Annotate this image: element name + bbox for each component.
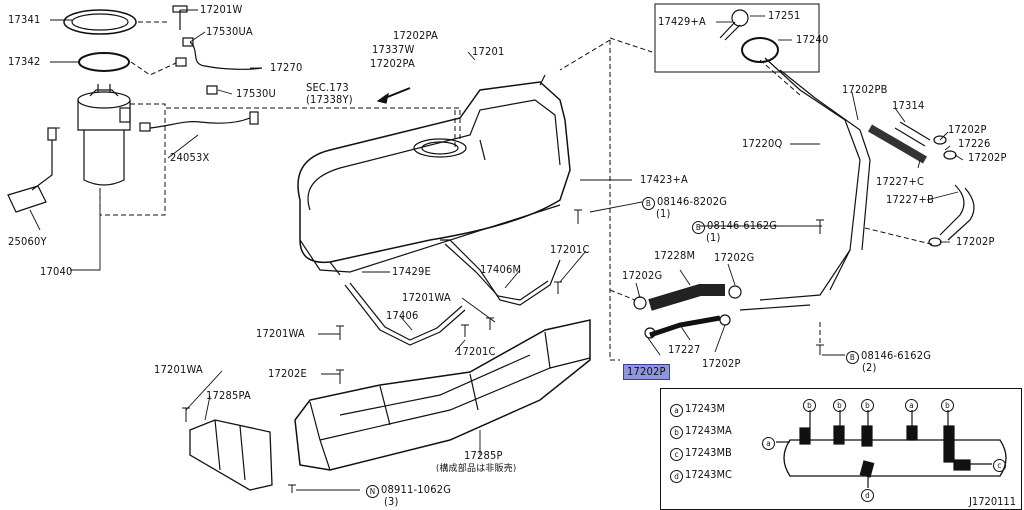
label-17202p-lower: 17202P	[702, 357, 741, 370]
label-17227b: 17227+B	[886, 193, 934, 206]
harness-24053x	[149, 117, 251, 129]
clip-layout-diagram	[776, 410, 1007, 488]
label-17337w: 17337W	[372, 43, 415, 56]
fill-hoses	[633, 284, 742, 339]
label-24053x: 24053X	[170, 151, 210, 164]
key-d-icon: d	[670, 470, 683, 483]
label-17314: 17314	[892, 99, 925, 112]
label-17226: 17226	[958, 137, 991, 150]
label-17227c: 17227+C	[876, 175, 925, 188]
callout-c: c	[993, 458, 1008, 472]
label-17228m: 17228M	[654, 249, 696, 262]
label-17201w: 17201W	[200, 3, 243, 16]
label-17201c-bottom: 17201C	[456, 345, 496, 358]
label-08146-6162g-bottom-qty: (2)	[862, 361, 877, 374]
label-17429a: 17429+A	[658, 15, 706, 28]
bolt-marker-b-icon: B	[692, 221, 705, 234]
label-17202pa-top: 17202PA	[393, 29, 438, 42]
label-08146-6162g-top-qty: (1)	[706, 231, 721, 244]
label-25060y: 25060Y	[8, 235, 47, 248]
fuel-tank	[297, 74, 571, 276]
label-17341: 17341	[8, 13, 41, 26]
key-c-icon: c	[670, 448, 683, 461]
callout-b-4: b	[941, 398, 956, 412]
harness-wire	[172, 5, 263, 95]
callout-a-top: a	[905, 398, 920, 412]
label-17201: 17201	[472, 45, 505, 58]
label-17202p-highlighted[interactable]: 17202P	[623, 364, 670, 380]
side-bracket	[189, 419, 273, 491]
label-17251: 17251	[768, 9, 801, 22]
bolts	[182, 209, 824, 493]
label-17202g-left: 17202G	[622, 269, 663, 282]
label-17202pb: 17202PB	[842, 83, 888, 96]
nut-marker-n-icon: N	[366, 485, 379, 498]
diagram-id: J1720111	[969, 495, 1016, 508]
label-17202p-right-b: 17202P	[968, 151, 1007, 164]
label-17285p: 17285P	[464, 449, 503, 462]
label-17202e: 17202E	[268, 367, 307, 380]
label-17530ua: 17530UA	[206, 25, 253, 38]
label-17342: 17342	[8, 55, 41, 68]
label-17406m: 17406M	[480, 263, 522, 276]
filler-cap	[719, 9, 871, 311]
label-17530u: 17530U	[236, 87, 276, 100]
label-17201c-top: 17201C	[550, 243, 590, 256]
fuel-pump-assembly	[7, 9, 137, 213]
label-17285pa: 17285PA	[206, 389, 251, 402]
label-08911-qty: (3)	[384, 495, 399, 508]
label-17285p-note: (構成部品は非販売)	[436, 464, 517, 474]
label-17202pa-mid: 17202PA	[370, 57, 415, 70]
label-17201wa-left: 17201WA	[256, 327, 305, 340]
tank-straps	[344, 239, 561, 346]
breather-hoses	[867, 121, 975, 247]
label-sec-17338y: (17338Y)	[306, 93, 353, 106]
callout-b-2: b	[833, 398, 848, 412]
label-17220q: 17220Q	[742, 137, 783, 150]
label-17202p-right-c: 17202P	[956, 235, 995, 248]
label-17202g-right: 17202G	[714, 251, 755, 264]
label-17040: 17040	[40, 265, 73, 278]
key-a-icon: a	[670, 404, 683, 417]
label-17227: 17227	[668, 343, 701, 356]
callout-b-1: b	[803, 398, 818, 412]
callout-a-left: a	[762, 436, 777, 450]
label-17201wa-bracket: 17201WA	[154, 363, 203, 376]
label-17270: 17270	[270, 61, 303, 74]
label-17406: 17406	[386, 309, 419, 322]
bolt-marker-b-icon: B	[642, 197, 655, 210]
tank-protector	[294, 319, 591, 471]
key-b-icon: b	[670, 426, 683, 439]
label-sec173: SEC.173	[306, 81, 349, 94]
bolt-marker-b-icon: B	[846, 351, 859, 364]
callout-b-3: b	[861, 398, 876, 412]
label-17201wa-mid: 17201WA	[402, 291, 451, 304]
label-17240: 17240	[796, 33, 829, 46]
callout-d: d	[861, 488, 876, 502]
label-17429e: 17429E	[392, 265, 431, 278]
label-17423a: 17423+A	[640, 173, 688, 186]
label-17202p-right-a: 17202P	[948, 123, 987, 136]
label-08146-8202g-qty: (1)	[656, 207, 671, 220]
